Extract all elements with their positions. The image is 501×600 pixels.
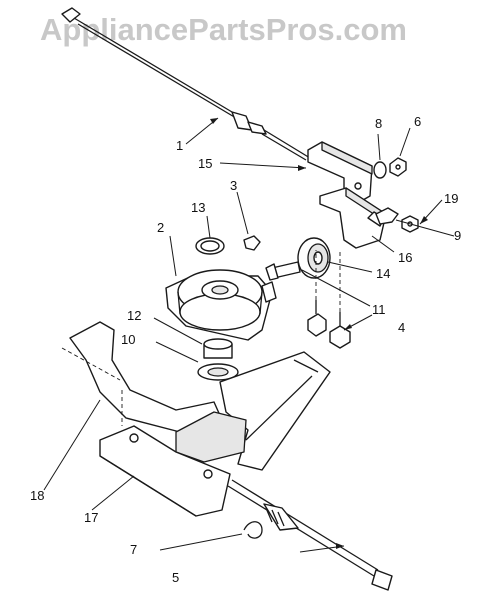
callout-3: 3 bbox=[230, 178, 237, 193]
upper-bracket bbox=[307, 141, 373, 205]
callout-14: 14 bbox=[376, 266, 390, 281]
idler-pulley bbox=[265, 237, 331, 281]
callout-2: 2 bbox=[157, 220, 164, 235]
deck-arm bbox=[61, 321, 223, 433]
callout-9: 9 bbox=[454, 228, 461, 243]
upper-cable bbox=[61, 7, 311, 161]
callout-5: 5 bbox=[172, 570, 179, 585]
callout-6: 6 bbox=[414, 114, 421, 129]
callout-19: 19 bbox=[444, 191, 458, 206]
callout-7: 7 bbox=[130, 542, 137, 557]
hardware-small bbox=[373, 157, 419, 233]
callout-15: 15 bbox=[198, 156, 212, 171]
callout-10: 10 bbox=[121, 332, 135, 347]
callout-labels: 1 2 3 4 5 6 7 8 9 10 11 12 13 14 15 16 1… bbox=[30, 114, 461, 585]
callout-4: 4 bbox=[398, 320, 405, 335]
callout-18: 18 bbox=[30, 488, 44, 503]
callout-8: 8 bbox=[375, 116, 382, 131]
callout-16: 16 bbox=[398, 250, 412, 265]
clip bbox=[243, 235, 261, 251]
callout-11: 11 bbox=[372, 302, 386, 317]
idler-arm bbox=[175, 351, 331, 471]
callout-1: 1 bbox=[176, 138, 183, 153]
bushings bbox=[197, 338, 239, 381]
callout-17: 17 bbox=[84, 510, 98, 525]
clutch-pulley bbox=[165, 237, 277, 341]
watermark: AppliancePartsPros.com bbox=[40, 12, 407, 47]
base-plate bbox=[99, 425, 231, 517]
callout-12: 12 bbox=[127, 308, 141, 323]
lower-cable bbox=[227, 479, 393, 591]
mounting-bolts bbox=[307, 250, 351, 349]
callout-13: 13 bbox=[191, 200, 205, 215]
leader-lines bbox=[43, 117, 455, 553]
